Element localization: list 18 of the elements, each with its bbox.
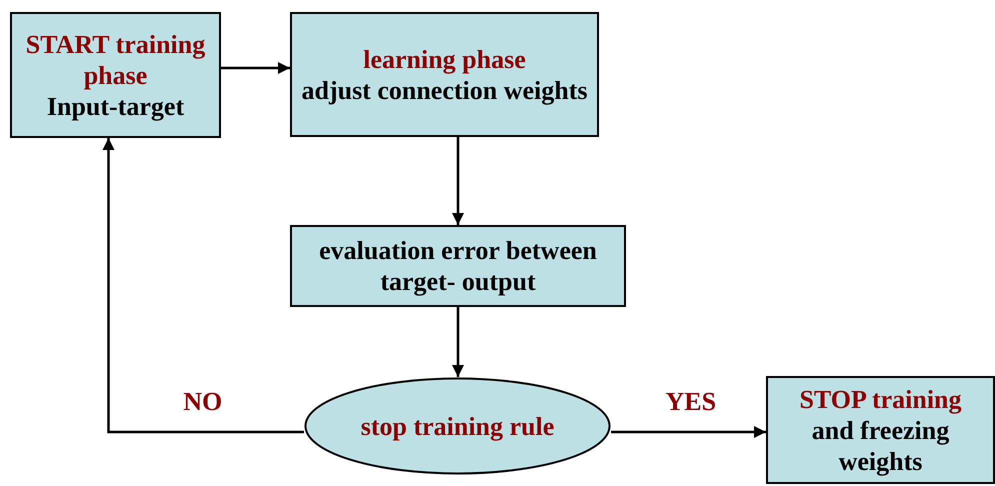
arrow — [611, 426, 766, 438]
node-text: learning phase — [363, 44, 526, 74]
node-text: Input-target — [46, 90, 184, 122]
node-text: STOP training — [799, 384, 962, 414]
node-text: evaluation error between target- output — [318, 235, 598, 297]
node-text: adjust connection weights — [301, 74, 588, 106]
process-box — [290, 225, 626, 307]
process-box — [10, 12, 221, 138]
node-text: START training phase — [24, 28, 206, 90]
process-box — [290, 12, 599, 137]
process-box — [766, 376, 995, 484]
arrow — [102, 138, 304, 434]
node-text: and freezing weights — [810, 414, 950, 476]
decision-ellipse — [304, 377, 611, 475]
node-text: stop training rule — [360, 410, 554, 442]
arrow — [452, 137, 464, 225]
arrow — [221, 62, 290, 74]
arrow — [452, 307, 464, 377]
